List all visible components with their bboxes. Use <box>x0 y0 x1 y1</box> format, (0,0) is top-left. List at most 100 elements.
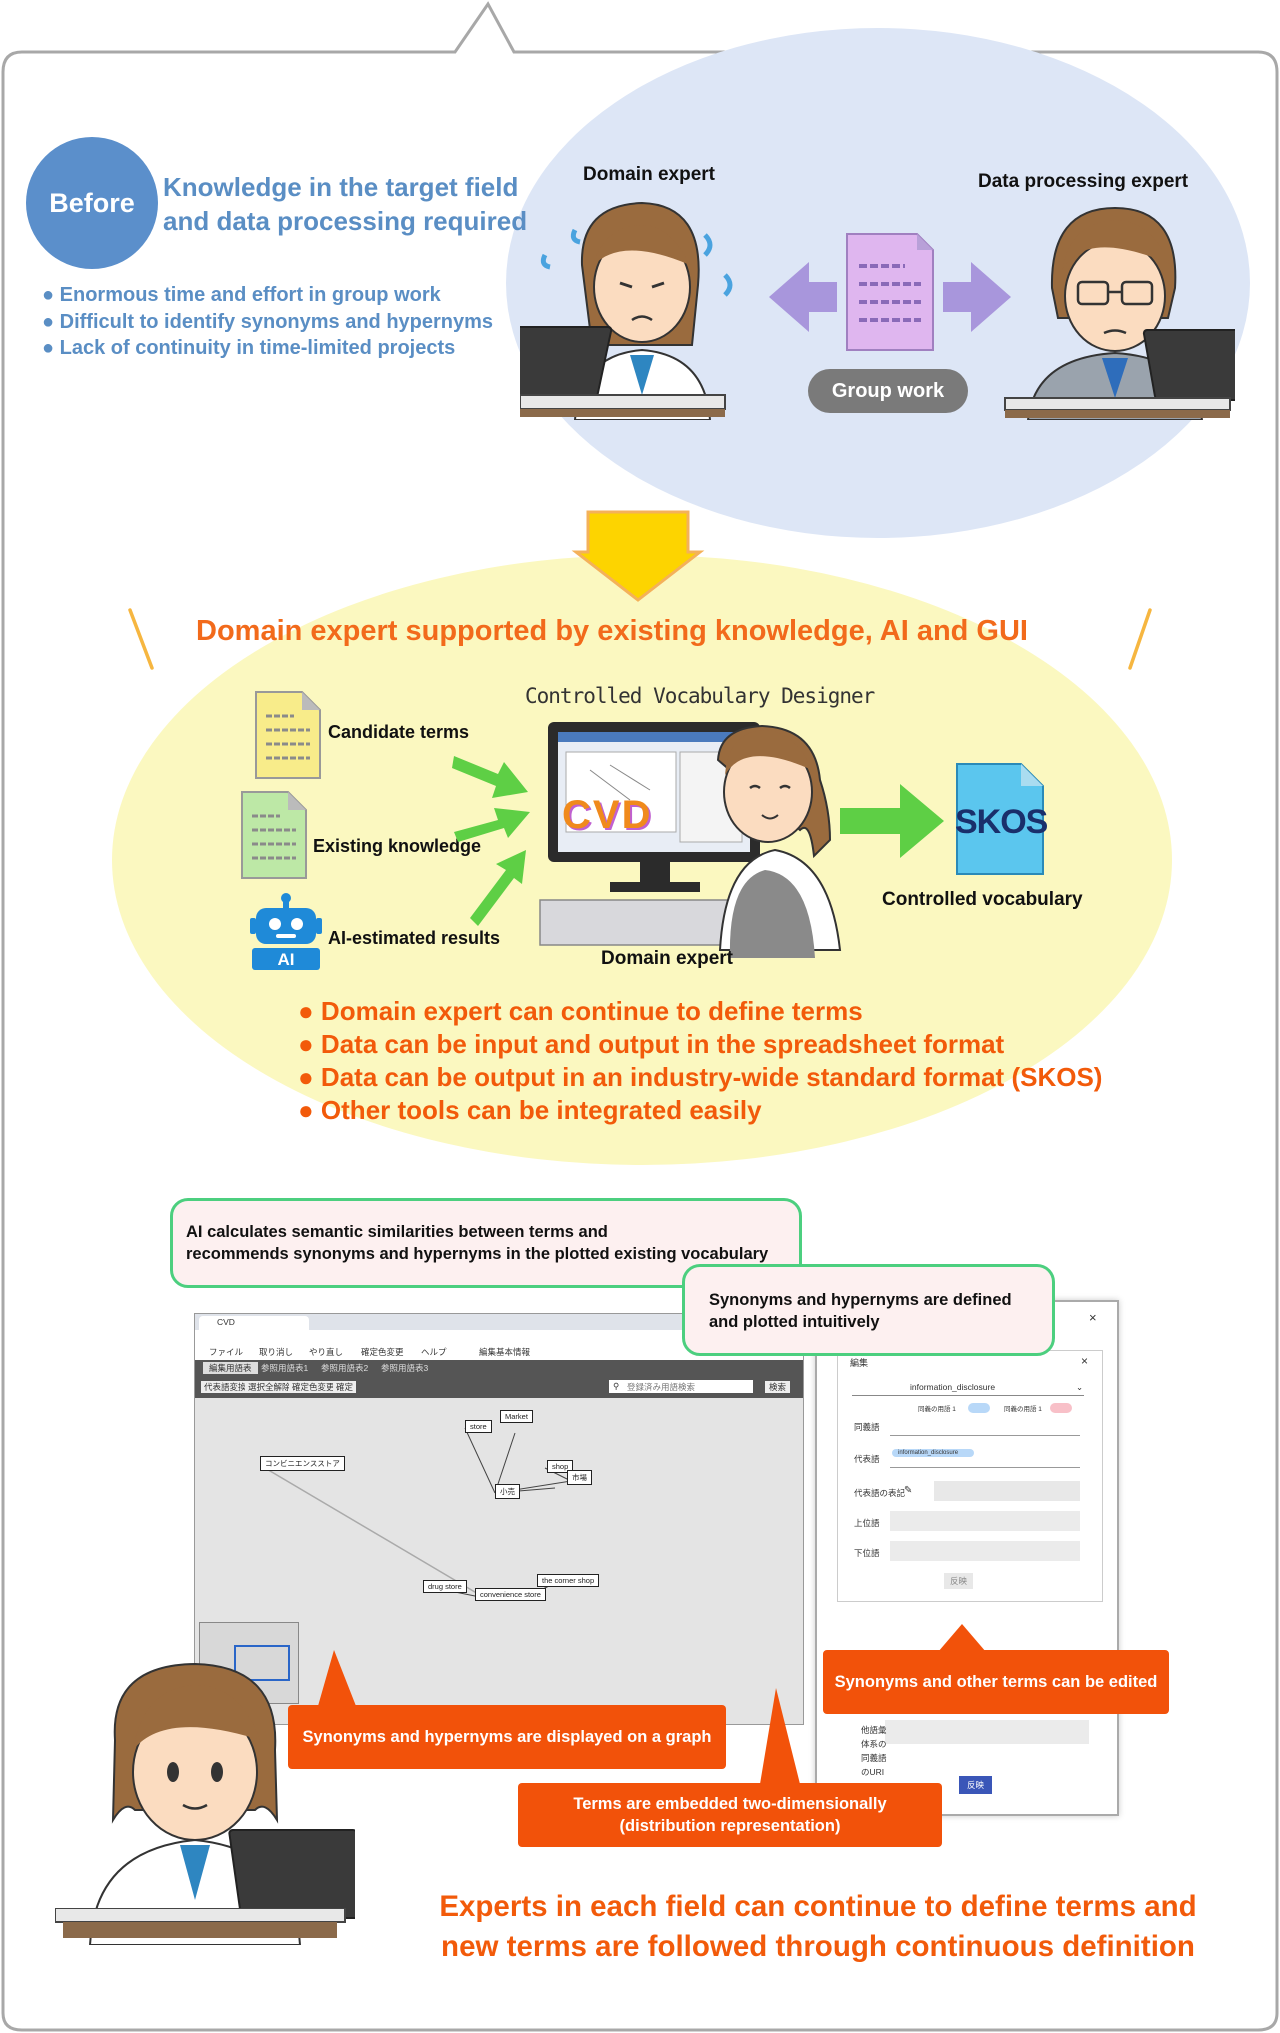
before-badge: Before <box>26 137 158 269</box>
graph-node-store[interactable]: store <box>465 1420 492 1433</box>
middle-heading: Domain expert supported by existing know… <box>196 615 1028 647</box>
browser-tab[interactable]: CVD <box>199 1316 309 1330</box>
callout-define-intuitively: Synonyms and hypernyms are defined and p… <box>682 1264 1055 1356</box>
output-arrow <box>840 784 944 858</box>
bottom-label-1: 他語彙 <box>861 1725 887 1735</box>
callout-edit-terms: Synonyms and other terms can be edited <box>823 1650 1169 1714</box>
callout-ai-line1: AI calculates semantic similarities betw… <box>186 1223 608 1241</box>
browser-nav-bar <box>195 1330 803 1344</box>
callout-embedding: Terms are embedded two-dimensionally (di… <box>518 1783 942 1847</box>
outer-close-icon[interactable]: × <box>1089 1310 1097 1325</box>
bottom-label-4: のURI <box>861 1767 885 1777</box>
graph-node-drug-store[interactable]: drug store <box>423 1580 467 1593</box>
controlled-vocabulary-label: Controlled vocabulary <box>882 889 1083 910</box>
graph-node-convenience-store[interactable]: convenience store <box>475 1588 546 1601</box>
graph-node-market-ja[interactable]: 市場 <box>567 1470 592 1485</box>
search-input[interactable]: ⚲ 登録済み用語検索 <box>609 1380 753 1393</box>
search-button[interactable]: 検索 <box>765 1381 791 1393</box>
group-work-label: Group work <box>831 379 945 402</box>
tab-ref-vocab-1[interactable]: 参照用語表1 <box>261 1363 309 1373</box>
menu-item-color[interactable]: 確定色変更 <box>361 1347 404 1357</box>
notation-field[interactable] <box>934 1481 1080 1501</box>
search-icon: ⚲ <box>613 1381 620 1391</box>
tab-edit-vocab[interactable]: 編集用語表 <box>203 1362 258 1374</box>
graph-node-retail[interactable]: 小売 <box>495 1484 520 1499</box>
callout-define-line2: and plotted intuitively <box>709 1313 880 1331</box>
toolbar-color-button[interactable]: 確定色変更 <box>289 1381 338 1393</box>
tab-ref-vocab-2[interactable]: 参照用語表2 <box>321 1363 369 1373</box>
bottom-label-3: 同義語 <box>861 1753 887 1763</box>
existing-knowledge-label: Existing knowledge <box>313 836 482 856</box>
graph-node-corner-shop[interactable]: the corner shop <box>537 1574 600 1587</box>
app-title: Controlled Vocabulary Designer <box>525 684 875 708</box>
graph-node-convenience-store-ja[interactable]: コンビニエンスストア <box>260 1456 345 1471</box>
preferred-field[interactable]: information_disclosure <box>890 1447 1080 1468</box>
middle-bullet-1: ● Domain expert can continue to define t… <box>298 996 863 1026</box>
apply-button[interactable]: 反映 <box>944 1573 974 1589</box>
menu-item-edit-info[interactable]: 編集基本情報 <box>479 1347 531 1357</box>
chevron-down-icon: ⌄ <box>1076 1382 1084 1392</box>
row-label-narrower: 下位語 <box>854 1548 880 1558</box>
middle-bullet-4: ● Other tools can be integrated easily <box>298 1095 762 1125</box>
skos-document-icon <box>956 763 1044 875</box>
cvd-app-window: CVD ファイル 取り消し やり直し 確定色変更 ヘルプ 編集基本情報 編集用語… <box>194 1313 804 1725</box>
input-arrows <box>452 756 530 926</box>
before-badge-text: Before <box>49 187 135 218</box>
toolbar-convert-button[interactable]: 代表語変換 <box>201 1381 250 1393</box>
ai-robot-icon <box>250 893 322 970</box>
before-bullet-3: ● Lack of continuity in time-limited pro… <box>42 337 456 359</box>
tab-ref-vocab-3[interactable]: 参照用語表3 <box>381 1363 429 1373</box>
worried-domain-expert-illustration <box>520 201 733 420</box>
before-heading-line1: Knowledge in the target field <box>163 172 519 202</box>
browser-tab-bar: CVD <box>195 1314 803 1330</box>
group-work-document-icon <box>769 233 1011 351</box>
search-placeholder: 登録済み用語検索 <box>627 1382 696 1392</box>
ai-badge-text: AI <box>277 950 295 969</box>
toggle-label-2: 同義の用語 1 <box>1004 1406 1042 1413</box>
toggle-switch-red[interactable] <box>1050 1403 1072 1413</box>
toggle-label-1: 同義の用語 1 <box>918 1406 956 1413</box>
middle-bullet-3: ● Data can be output in an industry-wide… <box>298 1062 1103 1092</box>
existing-knowledge-document-icon <box>241 791 307 879</box>
other-vocab-field[interactable] <box>885 1720 1089 1744</box>
middle-domain-expert-label: Domain expert <box>601 948 733 969</box>
ai-results-label: AI-estimated results <box>328 928 501 948</box>
before-domain-expert-label: Domain expert <box>583 164 715 185</box>
bottom-label-2: 体系の <box>861 1739 887 1749</box>
minimap-viewport[interactable] <box>234 1645 290 1681</box>
pencil-icon[interactable]: ✎ <box>904 1485 913 1496</box>
before-bullet-1: ● Enormous time and effort in group work <box>42 284 441 306</box>
before-data-expert-label: Data processing expert <box>978 171 1189 192</box>
graph-canvas[interactable]: コンビニエンスストア drug store convenience store … <box>195 1398 803 1724</box>
final-apply-button[interactable]: 反映 <box>959 1776 993 1794</box>
skos-logo: SKOS <box>955 803 1048 841</box>
cvd-logo: CVD <box>562 793 653 837</box>
desk <box>55 1908 346 1938</box>
term-select[interactable]: information_disclosure ⌄ <box>852 1379 1084 1396</box>
domain-expert-laptop-illustration <box>88 1662 355 1945</box>
preferred-term-tag: information_disclosure <box>892 1449 975 1457</box>
graph-node-market[interactable]: Market <box>500 1410 533 1423</box>
row-label-broader: 上位語 <box>854 1518 880 1528</box>
menu-item-file[interactable]: ファイル <box>209 1347 244 1357</box>
toggle-switch-blue[interactable] <box>968 1403 990 1413</box>
menu-item-help[interactable]: ヘルプ <box>421 1347 447 1357</box>
callout-graph-display: Synonyms and hypernyms are displayed on … <box>288 1705 726 1769</box>
graph-node-shop[interactable]: shop <box>547 1460 574 1473</box>
row-label-notation: 代表語の表記 <box>854 1488 906 1498</box>
toolbar-deselect-button[interactable]: 選択全解除 <box>245 1381 294 1393</box>
conclusion-line2: new terms are followed through continuou… <box>441 1930 1195 1963</box>
synonym-field[interactable] <box>890 1417 1080 1436</box>
row-label-synonym: 同義語 <box>854 1422 880 1432</box>
callout-ai-line2: recommends synonyms and hypernyms in the… <box>186 1245 769 1263</box>
edit-panel-window: × 編集 × information_disclosure ⌄ 同義の用語 1 … <box>815 1300 1119 1816</box>
narrower-field[interactable] <box>890 1541 1080 1561</box>
broader-field[interactable] <box>890 1511 1080 1531</box>
dialog-close-icon[interactable]: × <box>1081 1354 1089 1368</box>
group-work-badge: Group work <box>808 369 968 413</box>
toolbar-confirm-button[interactable]: 確定 <box>333 1381 357 1393</box>
vocab-tab-bar: 編集用語表 参照用語表1 参照用語表2 参照用語表3 <box>195 1360 803 1376</box>
menu-item-redo[interactable]: やり直し <box>309 1347 344 1357</box>
candidate-terms-document-icon <box>255 691 321 779</box>
menu-item-undo[interactable]: 取り消し <box>259 1347 294 1357</box>
